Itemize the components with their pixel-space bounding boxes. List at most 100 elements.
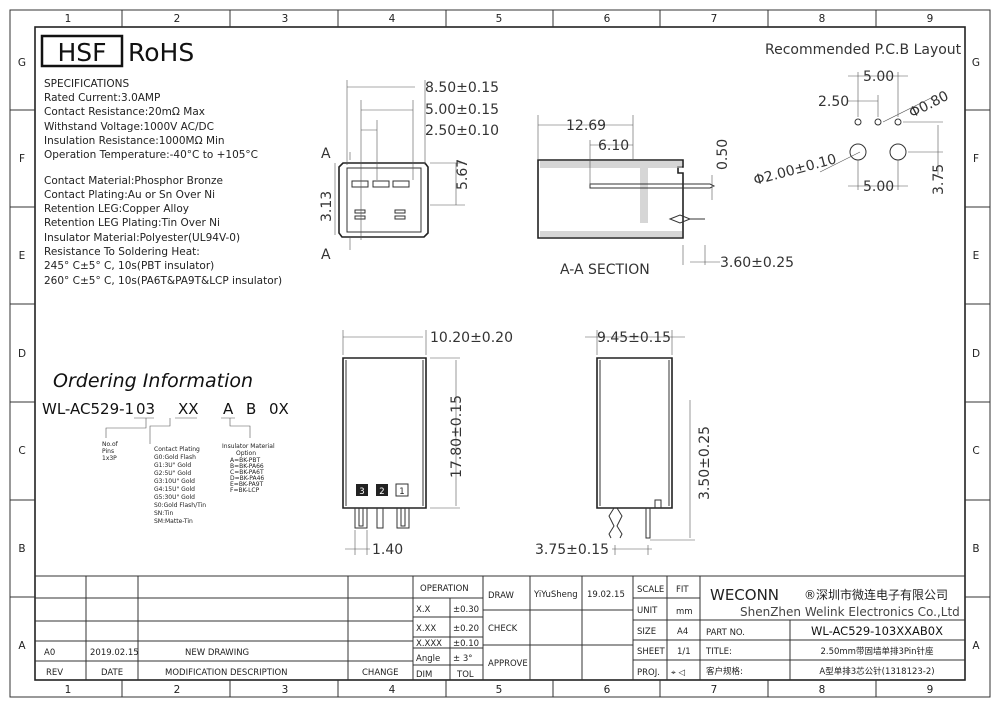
spec-line: Retention LEG Plating:Tin Over Ni xyxy=(44,217,220,229)
row-label: G xyxy=(18,57,26,69)
dim-pcb-pitch: 2.50 xyxy=(818,94,849,110)
row-label: F xyxy=(19,153,25,165)
unit-label: UNIT xyxy=(637,606,658,616)
dim-width: 9.45±0.15 xyxy=(597,330,671,346)
end-view: 9.45±0.15 3.50±0.25 3.75±0.15 xyxy=(535,330,713,558)
insulator-option: A=BK-PBT xyxy=(230,457,260,464)
dim-pin-length: 3.50±0.25 xyxy=(697,426,713,500)
rev-desc: NEW DRAWING xyxy=(185,648,249,658)
rev-date: 2019.02.15 xyxy=(90,648,139,658)
col-label: 6 xyxy=(604,684,611,696)
dim-depth: 12.69 xyxy=(566,118,606,134)
dim-pin-offset: 3.75±0.15 xyxy=(535,542,609,558)
spec-line: 260° C±5° C, 10s(PA6T&PA9T&LCP insulator… xyxy=(44,275,282,287)
dim-pcb-pitch-outer: 5.00 xyxy=(863,69,894,85)
spec-line: Insulator Material:Polyester(UL94V-0) xyxy=(44,232,240,244)
col-label: 4 xyxy=(389,684,396,696)
header-rev: REV xyxy=(46,668,63,678)
size-value: A4 xyxy=(677,627,688,637)
title-block xyxy=(35,575,965,680)
company-name-cn: ®深圳市微连电子有限公司 xyxy=(804,587,948,602)
plating-option: G0:Gold Flash xyxy=(154,454,196,461)
tol-dim: DIM xyxy=(416,670,432,680)
code-plating: XX xyxy=(178,400,199,418)
section-label: A-A SECTION xyxy=(560,262,650,278)
row-label: C xyxy=(972,445,979,457)
rev-value: A0 xyxy=(44,648,55,658)
logo: HSF RoHS xyxy=(40,34,194,68)
dim-body-height: 17.80±0.15 xyxy=(449,395,465,478)
company-brand: WECONN xyxy=(710,586,779,604)
draw-label: DRAW xyxy=(488,591,514,601)
col-label: 4 xyxy=(389,13,396,25)
col-label: 7 xyxy=(711,684,718,696)
dim-pitch: 2.50±0.10 xyxy=(425,123,499,139)
section-mark-top: A xyxy=(321,146,331,162)
tol-value: ±0.20 xyxy=(453,624,479,634)
spec-line: Resistance To Soldering Heat: xyxy=(44,246,200,258)
dim-peg-hole: Φ2.00±0.10 xyxy=(752,151,838,188)
pins-note: 1x3P xyxy=(102,455,117,462)
spec-line: Contact Plating:Au or Sn Over Ni xyxy=(44,189,215,201)
part-number: WL-AC529-103XXAB0X xyxy=(811,624,943,638)
spec-line: SPECIFICATIONS xyxy=(44,78,130,90)
spec-line: Operation Temperature:-40°C to +105°C xyxy=(44,149,258,161)
dim-pitch-outer: 5.00±0.15 xyxy=(425,102,499,118)
row-label: F xyxy=(973,153,979,165)
section-view: 12.69 6.10 0.50 3.60±0.25 A-A SECTION xyxy=(537,115,794,278)
outer-border xyxy=(9,9,991,698)
code-suffix: 0X xyxy=(269,400,289,418)
insulator-option: Insulator Material xyxy=(222,443,275,450)
tol-value: ±0.10 xyxy=(453,639,479,649)
insulator-option: C=BK-PA6T xyxy=(230,469,264,476)
row-label: C xyxy=(18,445,25,457)
tol-dim: X.XXX xyxy=(416,639,442,649)
dim-length: 10.20±0.20 xyxy=(430,330,513,346)
proj-label: PROJ. xyxy=(637,668,660,678)
part-no-label: PART NO. xyxy=(706,628,745,638)
spec-line: Contact Resistance:20mΩ Max xyxy=(44,106,205,118)
col-label: 7 xyxy=(711,13,718,25)
code-insulator: A xyxy=(223,400,234,418)
row-label: D xyxy=(18,348,26,360)
insulator-option: D=BK-PA46 xyxy=(230,475,264,482)
rohs-logo: RoHS xyxy=(128,38,194,67)
pin-label: 2 xyxy=(379,487,384,497)
tol-dim: Angle xyxy=(416,654,440,664)
spec-line: Rated Current:3.0AMP xyxy=(44,92,160,104)
tol-dim: X.XX xyxy=(416,624,436,634)
plating-option: SM:Matte-Tin xyxy=(154,518,193,525)
row-label: B xyxy=(18,543,25,555)
dim-pin-depth: 6.10 xyxy=(598,138,629,154)
scale-label: SCALE xyxy=(637,585,664,595)
col-label: 1 xyxy=(65,13,72,25)
tol-value: ± 3° xyxy=(453,654,472,664)
col-label: 8 xyxy=(819,684,826,696)
col-label: 3 xyxy=(282,13,289,25)
customer-spec-label: 客户规格: xyxy=(706,666,743,677)
code-pins: 03 xyxy=(136,400,155,418)
tol-dim: X.X xyxy=(416,605,431,615)
spec-line: Insulation Resistance:1000MΩ Min xyxy=(44,135,225,147)
ordering-title: Ordering Information xyxy=(53,370,253,392)
plating-option: G5:30U" Gold xyxy=(154,494,195,501)
plating-option: S0:Gold Flash/Tin xyxy=(154,502,206,509)
insulator-option: Option xyxy=(236,450,256,457)
inner-border xyxy=(34,26,966,681)
scale-value: FIT xyxy=(676,585,689,595)
header-desc: MODIFICATION DESCRIPTION xyxy=(165,668,288,678)
drawer-name: YiYuSheng xyxy=(533,590,578,600)
ordering-information: Ordering Information WL-AC529-1 03 XX A … xyxy=(42,370,289,525)
specifications: SPECIFICATIONS Rated Current:3.0AMP Cont… xyxy=(44,78,282,287)
col-label: 8 xyxy=(819,13,826,25)
col-label: 2 xyxy=(174,684,181,696)
dim-pin-width: 1.40 xyxy=(372,542,403,558)
pcb-layout: Recommended P.C.B Layout 5.00 2.50 Φ0.80… xyxy=(752,42,962,195)
title-label: TITLE: xyxy=(705,647,732,657)
dim-pin-hole: Φ0.80 xyxy=(907,88,952,121)
insulator-option: E=BK-PA9T xyxy=(230,481,264,488)
spec-line: 245° C±5° C, 10s(PBT insulator) xyxy=(44,260,214,272)
section-mark-bottom: A xyxy=(321,247,331,263)
header-change: CHANGE xyxy=(362,668,398,678)
pins-note: Pins xyxy=(102,448,114,455)
